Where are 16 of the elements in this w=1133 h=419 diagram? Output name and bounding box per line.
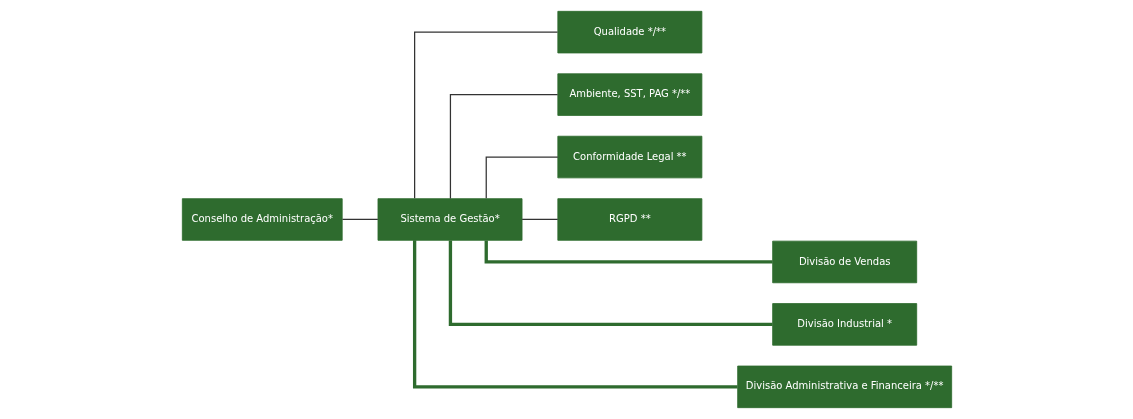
node-box: Divisão Administrativa e Financeira */** — [736, 365, 952, 409]
connector — [521, 218, 558, 221]
node-box: Qualidade */** — [556, 10, 702, 54]
node-box: Conformidade Legal ** — [556, 135, 702, 179]
connector — [412, 240, 738, 389]
connector — [341, 218, 378, 221]
node-box: Divisão Industrial * — [771, 303, 917, 346]
node-box: Conselho de Administração* — [181, 198, 343, 241]
connector — [413, 31, 558, 199]
connector — [448, 240, 773, 327]
node-box: Sistema de Gestão* — [377, 198, 522, 241]
node-box: Divisão de Vendas — [771, 240, 917, 284]
connector — [485, 156, 558, 199]
connector — [449, 93, 558, 200]
node-box: Ambiente, SST, PAG */** — [556, 73, 702, 116]
node-box: RGPD ** — [556, 198, 702, 241]
